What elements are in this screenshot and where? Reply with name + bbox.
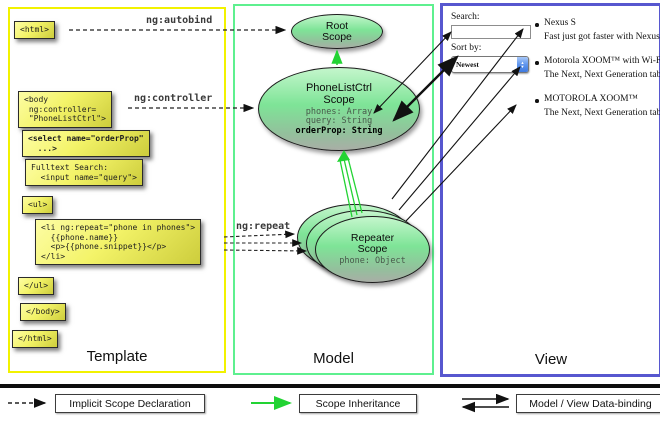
ul-open-tag-box: <ul> — [22, 196, 54, 214]
phone-item-title: Nexus S — [544, 18, 576, 28]
phonelistctrl-scope-orderprop: orderProp: String — [295, 125, 383, 136]
legend-implicit-scope-box: Implicit Scope Declaration — [55, 394, 205, 413]
root-scope-ellipse: Root Scope — [291, 14, 383, 49]
body-open-tag-box: <body ng:controller= "PhoneListCtrl"> — [18, 91, 112, 128]
sort-dropdown[interactable]: Newest ▲▼ — [451, 56, 529, 73]
dropdown-stepper-icon: ▲▼ — [517, 57, 528, 72]
phonelistctrl-scope-props: phones: Array query: String — [305, 106, 373, 127]
select-tag-box: <select name="orderProp" ...> — [22, 130, 150, 157]
html-close-tag-box: </html> — [12, 330, 58, 348]
phone-item-desc: Fast just got faster with Nexus S. — [544, 32, 660, 42]
sort-dropdown-value: Newest — [456, 60, 479, 69]
repeater-scope-title: Repeater Scope — [350, 231, 395, 255]
view-column-label: View — [534, 351, 568, 368]
legend-data-binding-box: Model / View Data-binding — [516, 394, 660, 413]
fulltext-search-box: Fulltext Search: <input name="query"> — [25, 159, 143, 186]
ul-close-tag-box: </ul> — [18, 277, 55, 295]
ng-repeat-label: ng:repeat — [236, 221, 291, 232]
search-label: Search: — [451, 12, 480, 22]
body-close-tag-box: </body> — [20, 303, 66, 321]
template-column-label: Template — [86, 348, 148, 365]
li-repeat-box: <li ng:repeat="phone in phones"> {{phone… — [35, 219, 202, 265]
phone-item-desc: The Next, Next Generation tablet. — [544, 70, 660, 80]
html-open-tag-box: <html> — [14, 21, 55, 39]
bullet-icon — [535, 23, 539, 27]
phone-item-desc: The Next, Next Generation tablet. — [544, 108, 660, 118]
ng-controller-label: ng:controller — [134, 93, 213, 104]
sort-by-label: Sort by: — [451, 43, 482, 53]
model-column: Model — [233, 4, 434, 375]
legend-double-arrow — [461, 393, 510, 413]
phone-item-title: MOTOROLA XOOM™ — [544, 94, 638, 104]
legend-scope-inheritance-box: Scope Inheritance — [299, 394, 417, 413]
phone-item-title: Motorola XOOM™ with Wi-Fi — [544, 56, 660, 66]
phonelistctrl-scope-title: PhoneListCtrl Scope — [305, 81, 373, 106]
repeater-scope-ellipse-front: Repeater Scope phone: Object — [315, 216, 430, 283]
repeater-scope-prop: phone: Object — [339, 255, 406, 266]
search-input[interactable] — [451, 25, 531, 39]
phonelistctrl-scope-ellipse: PhoneListCtrl Scope phones: Array query:… — [258, 67, 420, 151]
legend-separator-line — [0, 384, 660, 388]
bullet-icon — [535, 99, 539, 103]
model-column-label: Model — [313, 350, 354, 367]
ng-autobind-label: ng:autobind — [146, 15, 213, 26]
bullet-icon — [535, 61, 539, 65]
root-scope-title: Root Scope — [322, 19, 352, 43]
